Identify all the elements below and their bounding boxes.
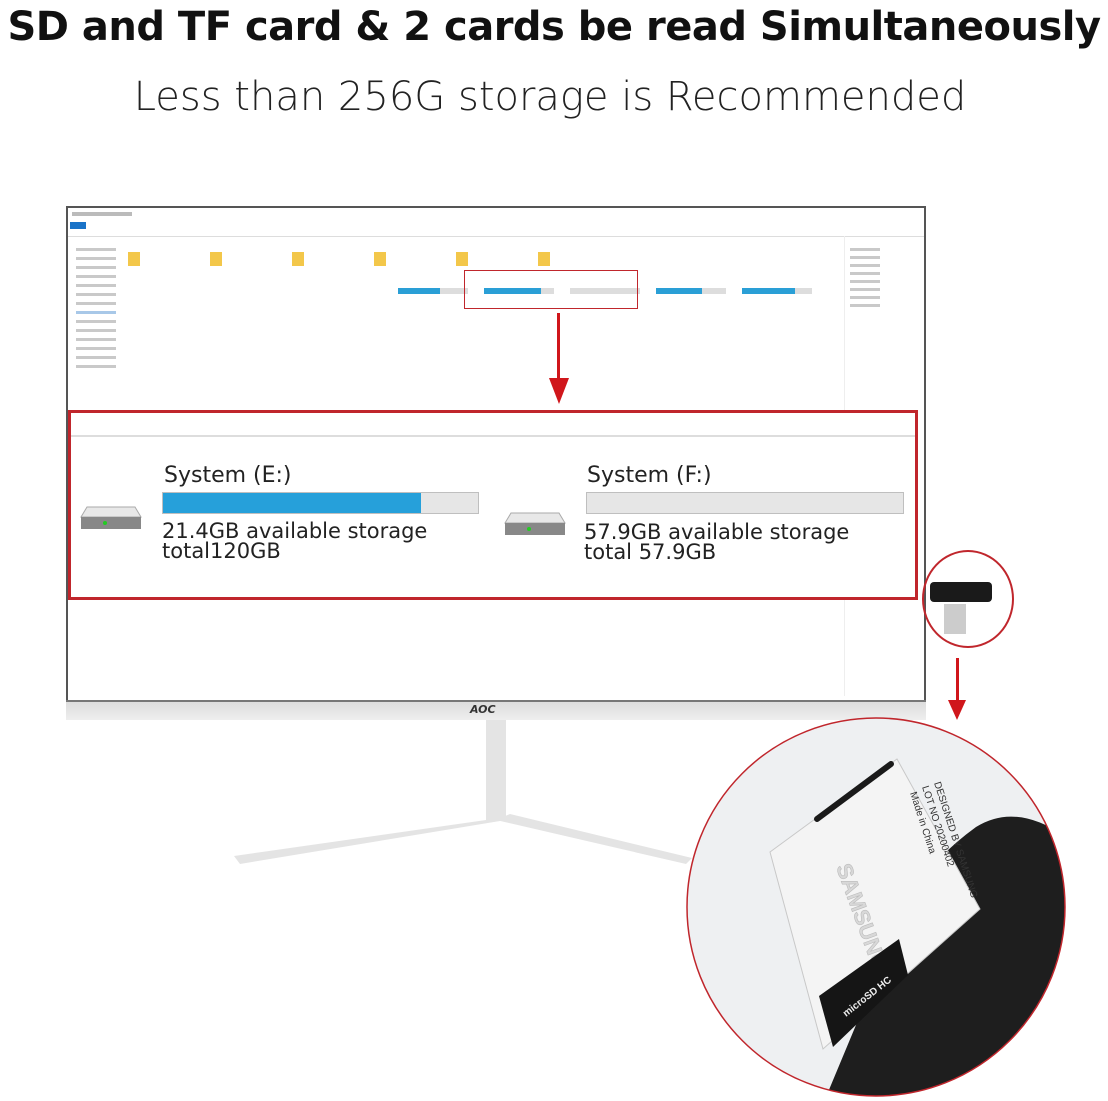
arrow-head-icon xyxy=(549,378,569,404)
drive-f-total: total 57.9GB xyxy=(584,540,717,564)
monitor-bezel xyxy=(66,700,926,720)
monitor-stand xyxy=(486,720,506,820)
arrow-down-icon xyxy=(956,658,959,708)
microsd-card xyxy=(819,939,908,1047)
drive-e-total: total120GB xyxy=(162,539,281,563)
arrow-down-icon xyxy=(557,313,560,388)
file-tab xyxy=(70,222,86,229)
details-pane xyxy=(850,248,880,312)
monitor-brand-logo: AOC xyxy=(470,703,496,716)
arrow-head-icon xyxy=(948,700,966,720)
drive-f-available: 57.9GB available storage xyxy=(584,520,850,544)
card-closeup-photo: SAMSUNG DESIGNED BY SAMSUNG LOT NO 20200… xyxy=(686,717,1066,1097)
address-bar xyxy=(68,236,924,237)
drive-row xyxy=(398,288,812,294)
monitor-stand-legs xyxy=(234,814,692,864)
drive-f-usage-bar xyxy=(586,492,904,514)
sd-card-slot xyxy=(814,761,894,822)
drive-f-label[interactable]: System (F:) xyxy=(587,463,712,488)
reader-body xyxy=(826,816,1065,1096)
navigation-pane xyxy=(76,248,116,374)
explorer-titlebar xyxy=(72,212,132,216)
card-reader-callout xyxy=(922,550,1014,648)
card-reader-image xyxy=(930,582,992,602)
zoomed-drives-panel: System (E:) 21.4GB available storage tot… xyxy=(68,410,918,600)
highlight-box-drives xyxy=(464,270,638,309)
hard-drive-icon xyxy=(80,506,142,529)
drive-e-available: 21.4GB available storage xyxy=(162,519,428,543)
headline-title: SD and TF card & 2 cards be read Simulta… xyxy=(7,4,1101,50)
drive-e-usage-bar xyxy=(162,492,479,514)
drive-e-label[interactable]: System (E:) xyxy=(164,463,292,488)
hard-drive-icon xyxy=(504,512,566,535)
headline-subtitle: Less than 256G storage is Recommended xyxy=(133,74,967,120)
sd-card-in-reader xyxy=(944,604,966,634)
folder-row xyxy=(128,252,550,266)
